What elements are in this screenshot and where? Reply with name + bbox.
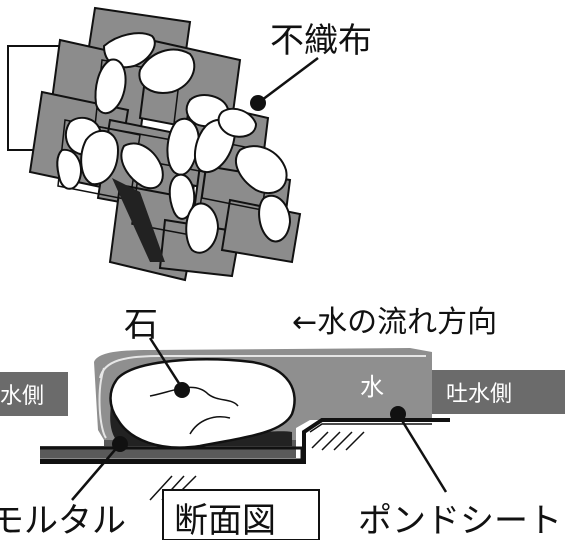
stone (166, 117, 200, 176)
hatch-line (333, 431, 353, 451)
water-label: 水 (360, 373, 384, 401)
stones (56, 32, 292, 254)
stone (235, 145, 288, 195)
section-diagram: 水側 吐水側 水 石 ←水の流れ方向 モルタル ポンドシート 断面図 (0, 305, 565, 540)
ground-hatching (149, 431, 365, 501)
pond-sheet-liner (40, 418, 450, 464)
fabric-fold (112, 178, 165, 262)
stone-label: 石 (124, 305, 158, 345)
mortar-leader-line (71, 443, 121, 501)
mortar-label: モルタル (0, 501, 126, 540)
fabric-label: 不織布 (270, 21, 372, 61)
inlet-label: 水側 (0, 384, 44, 409)
stone (56, 148, 82, 190)
stone (168, 173, 196, 220)
section-stone (109, 358, 296, 449)
hatch-line (311, 431, 329, 449)
outlet-label: 吐水側 (446, 382, 512, 407)
step-outline (309, 423, 432, 433)
stone-leader-dot (174, 382, 190, 398)
stone (138, 48, 196, 94)
stone (94, 58, 127, 114)
stone-crack (189, 416, 231, 435)
outlet-tag (432, 370, 565, 414)
pond-sheet-leader-line (396, 413, 448, 493)
stone (258, 194, 292, 243)
water-ripple-line (98, 367, 107, 439)
stone-leader-line (148, 337, 184, 389)
fabric-illustration: 不織布 (7, 6, 372, 282)
stone (185, 202, 220, 254)
stone (120, 142, 164, 190)
section-view-label: 断面図 (174, 501, 276, 540)
fabric-leader-line (257, 57, 319, 104)
stone-crack (149, 386, 239, 407)
hatch-line (321, 431, 341, 451)
flow-direction-label: ←水の流れ方向 (292, 305, 497, 340)
hatch-line (345, 431, 365, 451)
section-view-box (162, 489, 320, 540)
pond-sheet-label: ポンドシート (358, 501, 562, 540)
fabric-leader-dot (250, 95, 266, 111)
inlet-tag (0, 372, 68, 416)
stone (217, 107, 258, 138)
hatch-line (149, 475, 173, 501)
